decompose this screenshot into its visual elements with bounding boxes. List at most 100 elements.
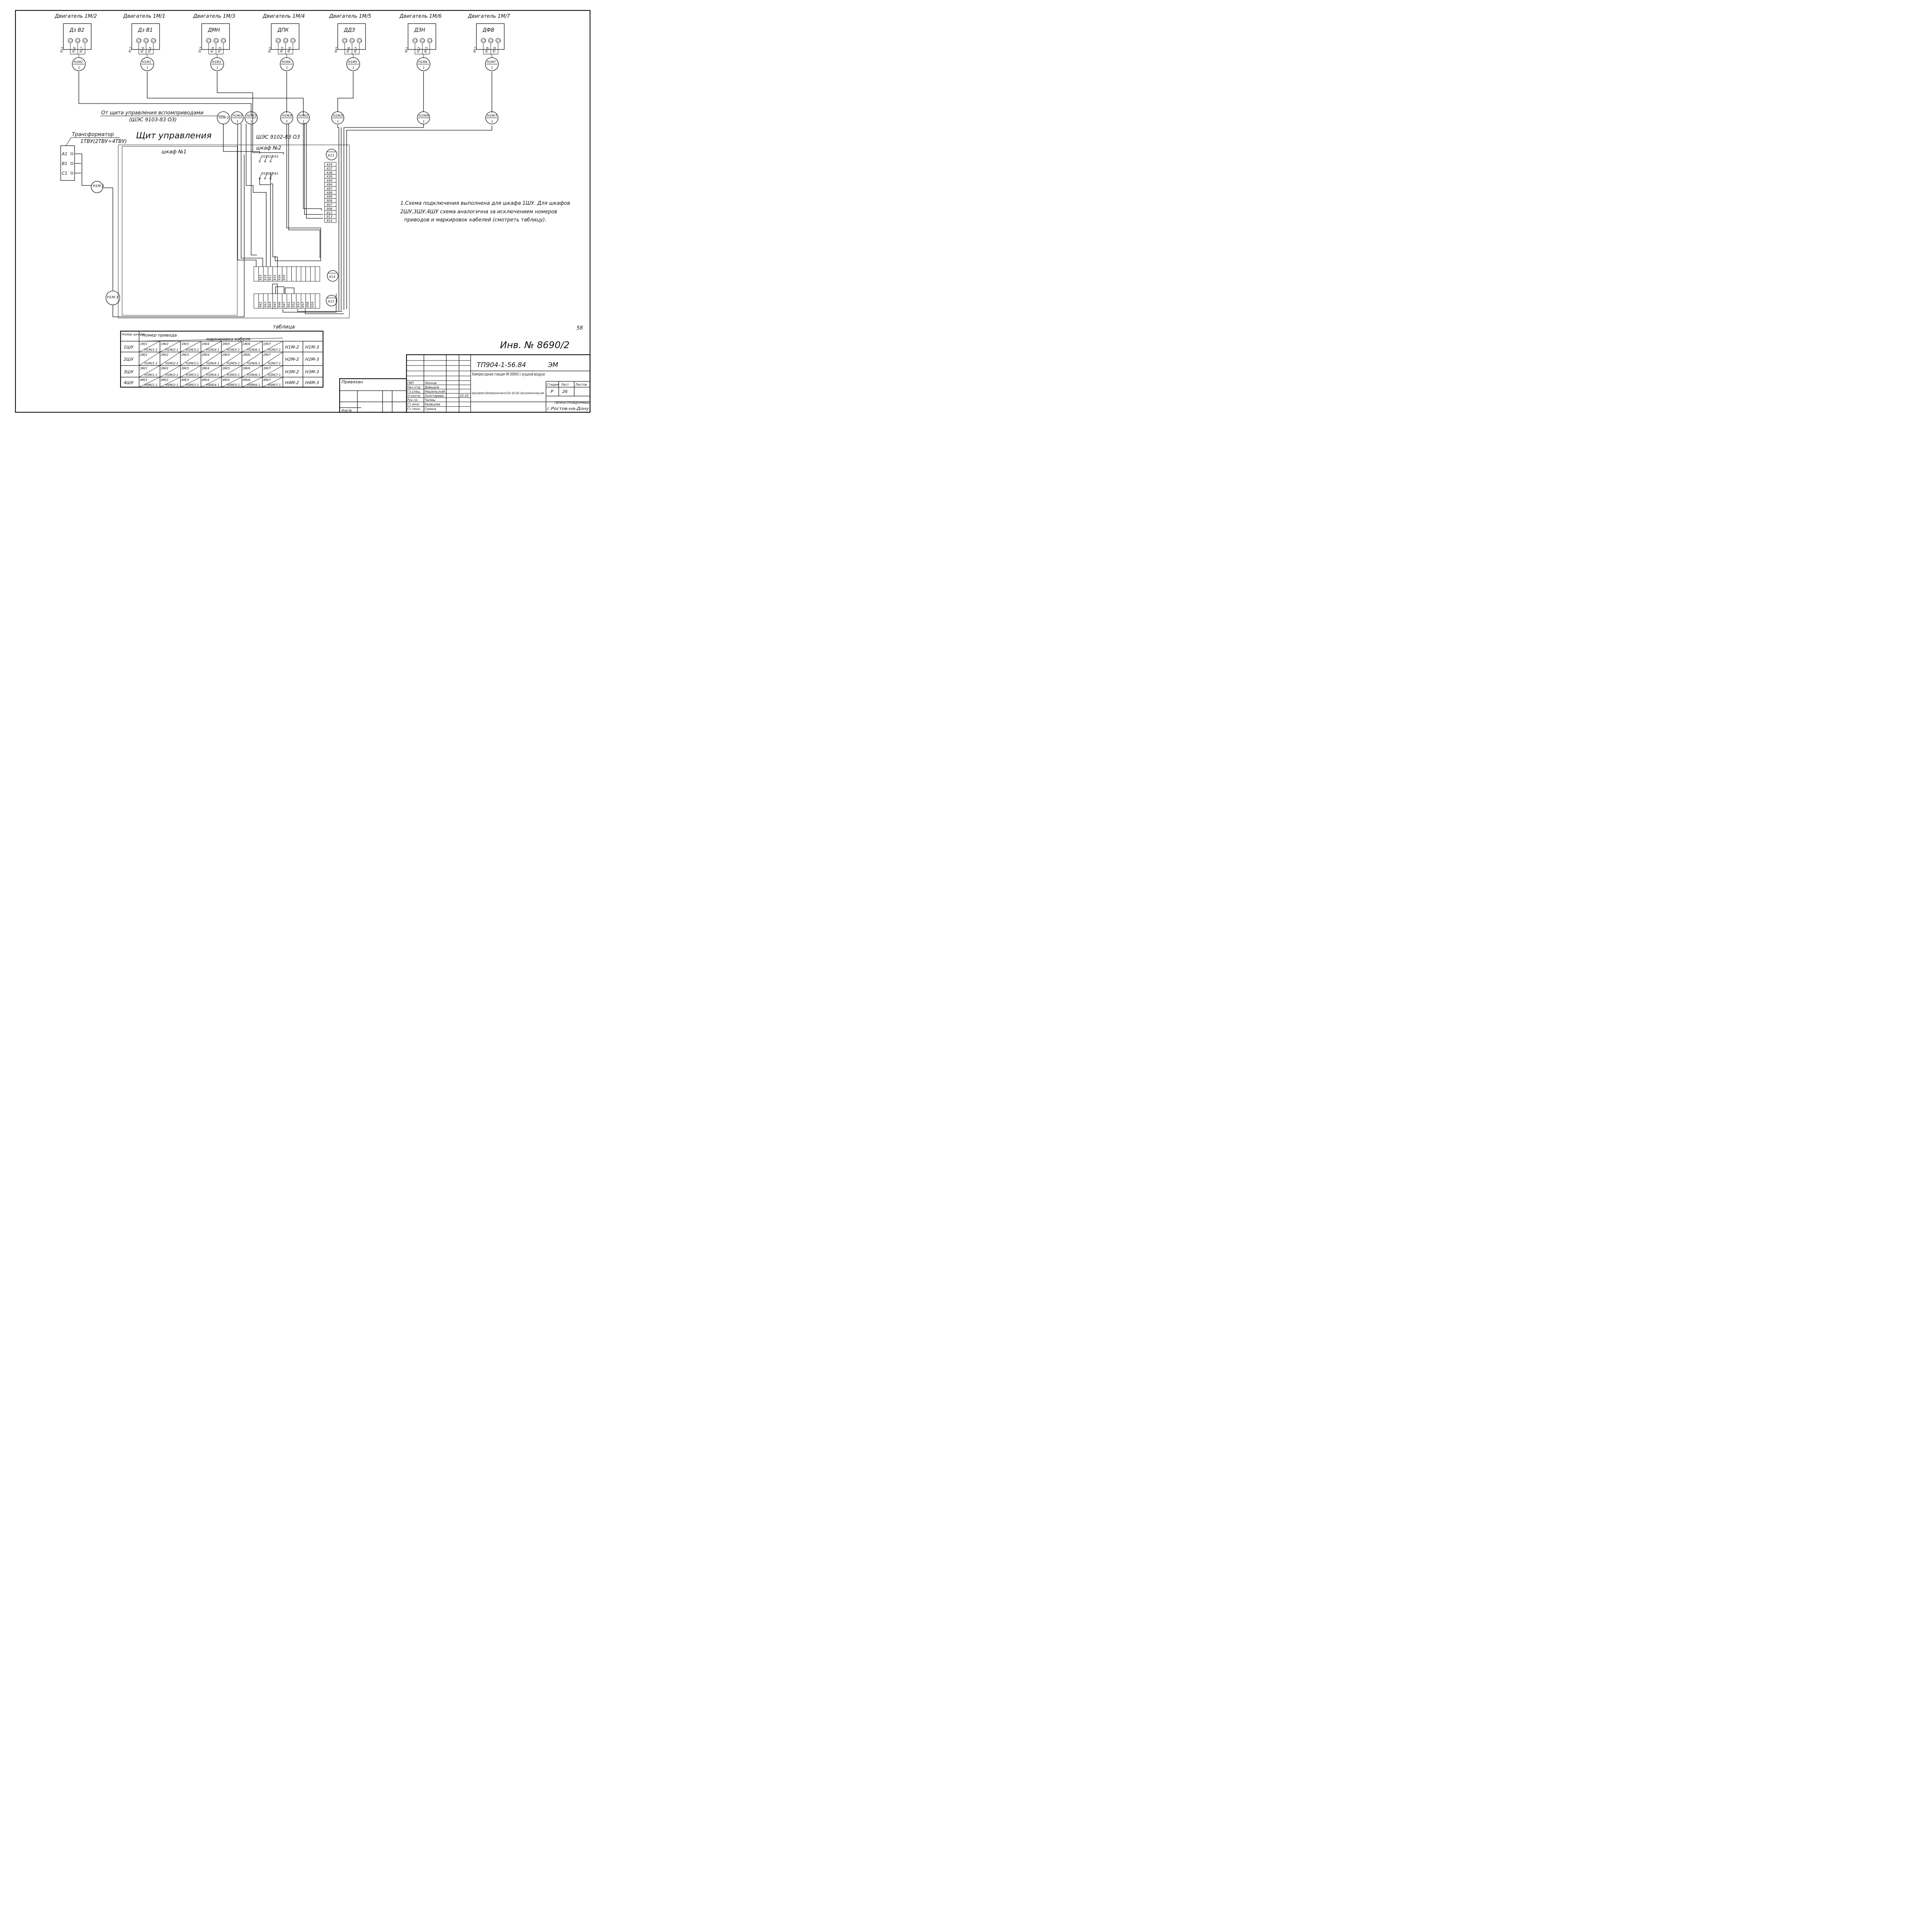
table-cable: Н4М/6-1 [247,383,260,387]
table-drive: 3М/2 [161,367,168,370]
terminal-label: 497 [327,187,333,190]
incoming-cable-label: Н1М/3 [247,114,257,117]
motor-wire-label: 934 [210,46,215,53]
incoming-cable-label: Н1М/7 [487,114,498,117]
table-cell-diagonal [242,365,263,378]
phase-terminal [70,172,73,175]
motor-cable-marker [72,57,86,71]
contact-symbol [265,156,268,161]
motor-wire-label: 952 [416,46,421,53]
table-drive: 3М/3 [181,367,189,370]
table-drive: 1М/1 [140,342,148,346]
table-cable: Н1М/7-1 [268,348,281,352]
motor-wire-label: 944 [287,46,292,53]
motor-wire-join [209,54,223,58]
table-drive: 2М/2 [161,353,168,357]
table-cell-diagonal [242,341,263,352]
table-cable: Н2М/2-1 [165,362,179,365]
motor-terminal-label: С3 [83,39,88,43]
transformer-cable [75,153,245,317]
transformer-label: Трансформатор [72,132,114,138]
terminal-label: 914 [327,219,332,223]
motor-wire-label: 942 [267,46,272,53]
table-drive: 1М/3 [181,342,189,346]
motor-wire-label: 959 [492,46,497,53]
contact-label: П31 [261,155,267,158]
terminal-label: 942 [259,302,262,308]
table-drive: 4М/2 [161,378,168,382]
table-drive: 4М/1 [140,378,148,382]
table-cable: Н3М/5-1 [227,373,240,377]
terminal-label: 947 [282,301,286,308]
terminal-cell [310,266,316,282]
incoming-sublabel: (ШЭС 9103-83 ОЗ) [129,117,177,123]
table-cell-diagonal [201,377,222,388]
motor-wire-label: 945 [334,46,339,53]
motor-terminal-label: С1 [277,39,281,43]
contact-point [264,177,266,180]
motor-cable-sub: 1 [491,66,493,70]
table-cable-3: Н3М-3 [305,369,319,374]
table-head-cable: маркировка кабеля [206,337,250,342]
motor-cable-marker [210,57,224,71]
relay-coil [326,149,337,160]
contact-label: П41 [261,172,267,175]
motor-wire-join [345,54,359,58]
contact-symbol [259,156,262,161]
table-cable: Н2М/6-1 [247,362,260,365]
table-cable: Н4М/3-1 [186,383,199,387]
sheet-title: Шкаф управления турбокомпрессорным агрег… [472,391,544,395]
table-cable: Н3М/6-1 [247,373,260,377]
person-name: Леонов [424,381,437,385]
motor-box [131,23,160,50]
project-name: Компрессорная станция ЧК-500НО с осушкой… [472,372,545,377]
table-cable-3: Н2М-3 [305,357,319,362]
phase-terminal [70,162,73,165]
table-cell-diagonal [221,377,242,388]
table-cabinet: 1ШУ [124,345,134,350]
terminal-label: 953 [297,302,300,308]
table-cable-2: Н3М-2 [285,369,299,374]
motor-cable-sub: 1 [216,66,218,70]
motor-title: Двигатель 1М/6 [399,14,442,19]
motor-terminal-label: С2 [421,39,425,43]
terminal-cell [253,293,259,309]
table-head-diagonal [139,338,283,342]
terminal-label: 440 [327,179,332,182]
table-cable: Н4М/1-1 [145,383,158,387]
terminal-label: 913 [327,215,332,219]
table-cell-diagonal [201,365,222,378]
incoming-cable-sub: 1 [337,120,339,123]
table-cable: Н2М/3-1 [186,362,199,365]
phase-label: С1 [62,171,68,176]
motor-terminal-label: С3 [152,39,156,43]
motor-cable-marker [417,57,430,71]
incoming-cable-sub: 1 [286,120,288,123]
table-cable: Н2М/4-1 [206,362,219,365]
table-cell-diagonal [180,341,201,352]
contact-point [259,160,261,163]
terminal-cell [315,266,320,282]
terminal-label: 943 [264,302,267,308]
incoming-cable-label: Н1М-2 [219,116,229,119]
table-drive: 4М/3 [181,378,189,382]
table-cable: Н4М/4-1 [206,383,219,387]
motor-cable-marker [485,57,499,71]
motor-box [408,23,436,50]
table-cable: Н3М/4-1 [206,373,219,377]
relay-label: К13 [328,154,334,157]
motor-cable-label: Н1М3 [212,60,221,64]
motor-name: ДЗН [414,27,425,33]
motor-terminal-label: С1 [207,39,211,43]
terminal-block-right: 4344374384394404944974984999069079069129… [324,162,337,223]
motor-wire-join [139,54,153,58]
terminal-label: 906 [327,199,332,202]
table-cell-diagonal [139,352,160,366]
relay-label: К15 [328,300,334,303]
terminal-label: 437 [327,167,333,170]
motor-terminal-label: С2 [145,39,149,43]
role-label: Ст.инж. [407,403,420,406]
